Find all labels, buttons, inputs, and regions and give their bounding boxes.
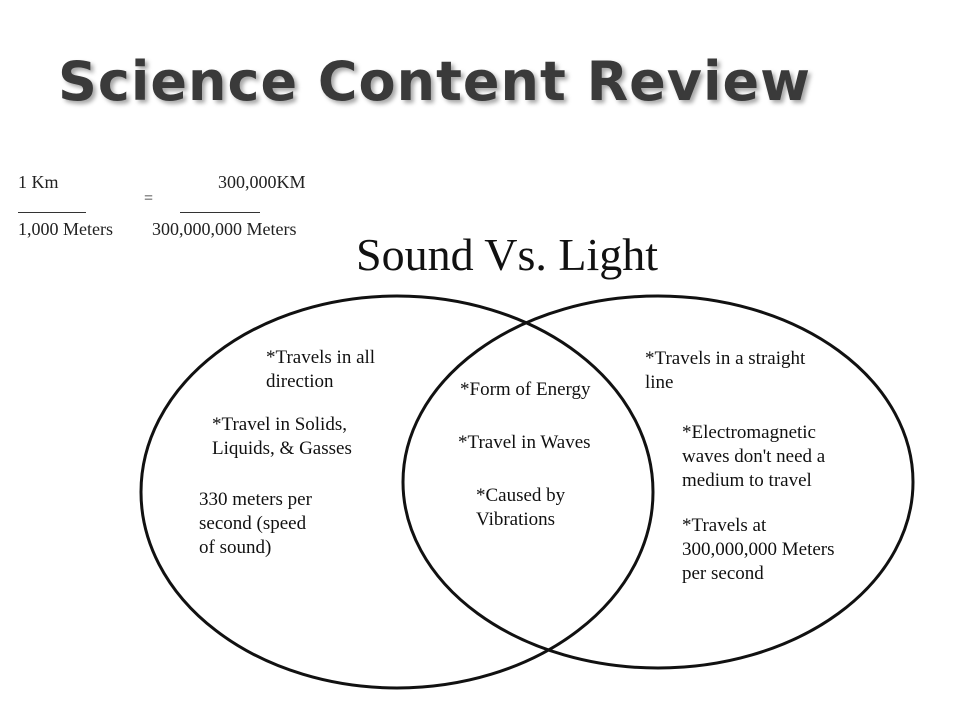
sound-fact: *Travel in Solids, Liquids, & Gasses [212,413,352,461]
shared-fact: *Form of Energy [460,378,591,402]
fact-line: line [645,372,674,393]
light-fact: *Travels in a straight line [645,347,805,395]
fact-line: Liquids, & Gasses [212,438,352,459]
fact-line: second (speed [199,513,307,534]
fact-line: Vibrations [476,509,556,530]
conversion-right-numerator: 300,000KM [218,172,306,192]
fact-line: *Electromagnetic [682,422,816,443]
conversion-right-denominator: 300,000,000 Meters [152,219,297,239]
conversion-equals-sign: = [144,190,154,207]
light-circle [401,294,915,670]
fact-line: waves don't need a [682,446,826,467]
fact-line: 300,000,000 Meters [682,539,835,560]
fact-line: *Caused by [476,485,566,506]
conversion-left-numerator: 1 Km [18,172,59,192]
shared-fact: *Travel in Waves [458,431,591,455]
fraction-bar-right [180,212,260,213]
conversion-left-denominator: 1,000 Meters [18,219,113,239]
sound-fact: *Travels in all direction [266,346,375,394]
fact-line: per second [682,563,764,584]
fact-line: *Travel in Waves [458,432,591,453]
shared-fact: *Caused by Vibrations [476,484,565,532]
fact-line: *Travels at [682,515,767,536]
light-fact: *Travels at 300,000,000 Meters per secon… [682,514,835,586]
fact-line: *Travels in all [266,347,376,368]
fact-line: *Travel in Solids, [212,414,347,435]
fact-line: *Form of Energy [460,379,591,400]
sound-circle [139,294,655,690]
venn-title: Sound Vs. Light [356,229,659,280]
sound-fact: 330 meters per second (speed of sound) [199,488,312,560]
fact-line: direction [266,371,334,392]
fact-line: of sound) [199,537,272,558]
light-fact: *Electromagnetic waves don't need a medi… [682,421,825,493]
fact-line: 330 meters per [199,489,312,510]
slide-title: Science Content Review [58,50,812,113]
fraction-bar-left [18,212,86,213]
fact-line: medium to travel [682,470,812,491]
fact-line: *Travels in a straight [645,348,806,369]
